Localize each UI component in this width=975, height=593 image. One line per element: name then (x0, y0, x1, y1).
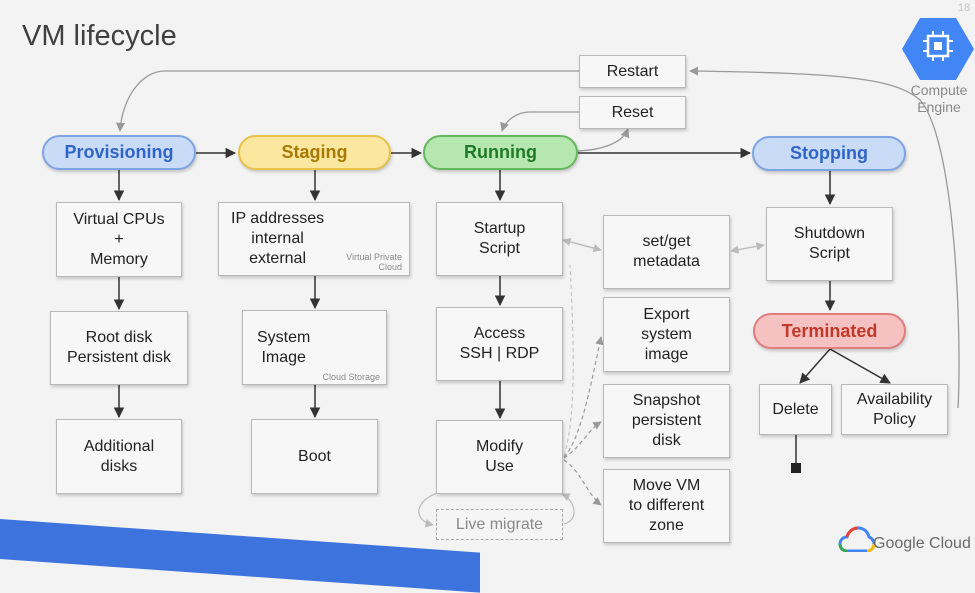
restart-loop-right (689, 66, 960, 409)
compute-engine-label: Compute Engine (910, 82, 968, 115)
option-delete: Delete (759, 384, 832, 435)
state-terminated: Terminated (753, 313, 906, 349)
vpc-caption: Virtual Private Cloud (346, 252, 402, 272)
live-migrate: Live migrate (436, 509, 563, 540)
option-export-system-image: Export system image (603, 297, 730, 372)
google-cloud-logo (838, 526, 876, 552)
reset-loop-out (500, 111, 579, 132)
step-system-image: System Image (242, 310, 387, 385)
reset-loop-in (577, 128, 630, 152)
system-image-text: System Image (257, 328, 311, 366)
step-startup-script: Startup Script (436, 202, 563, 276)
cloud-storage-caption: Cloud Storage (322, 372, 380, 382)
step-access-ssh-rdp: Access SSH | RDP (436, 307, 563, 381)
ip-addresses-text: IP addresses internal external (231, 210, 325, 267)
compute-engine-icon (902, 18, 974, 80)
step-root-disk: Root disk Persistent disk (50, 311, 188, 385)
google-cloud-wordmark: Google Cloud (873, 535, 971, 552)
step-shutdown-script: Shutdown Script (766, 207, 893, 281)
step-ip-addresses: IP addresses internal external (218, 202, 410, 276)
state-stopping: Stopping (752, 136, 906, 171)
state-staging: Staging (238, 135, 391, 170)
step-modify-use: Modify Use (436, 420, 563, 494)
end-marker (791, 463, 801, 473)
restart-loop-left (115, 70, 579, 132)
set-get-metadata: set/get metadata (603, 215, 730, 289)
state-running: Running (423, 135, 578, 170)
restart-transition: Restart (579, 55, 686, 88)
step-boot: Boot (251, 419, 378, 494)
step-virtual-cpus-memory: Virtual CPUs + Memory (56, 202, 182, 277)
slide-title: VM lifecycle (22, 20, 177, 52)
slide-number: 18 (958, 2, 971, 14)
reset-transition: Reset (579, 96, 686, 129)
step-additional-disks: Additional disks (56, 419, 182, 494)
option-move-vm-zone: Move VM to different zone (603, 469, 730, 543)
option-snapshot-persistent-disk: Snapshot persistent disk (603, 384, 730, 458)
state-provisioning: Provisioning (42, 135, 196, 170)
option-availability-policy: Availability Policy (841, 384, 948, 435)
